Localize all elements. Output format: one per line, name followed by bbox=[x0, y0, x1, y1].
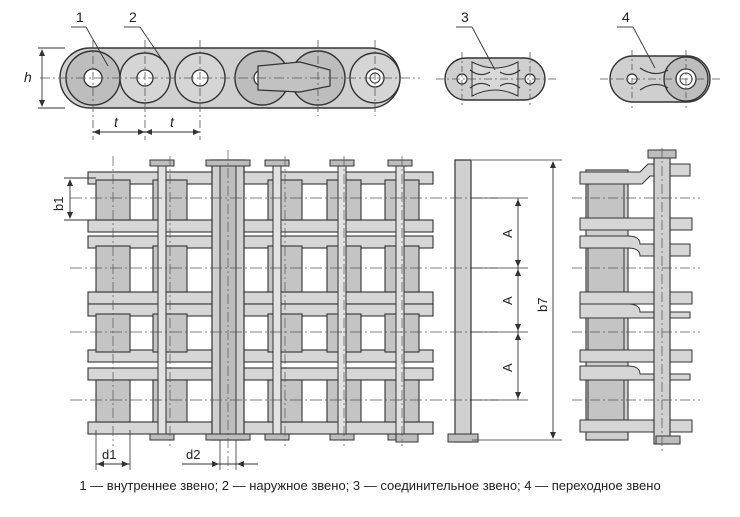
dimension-b1: b1 bbox=[51, 177, 96, 221]
dimension-A: A A A bbox=[470, 197, 528, 401]
dimension-d1-label: d1 bbox=[102, 447, 116, 462]
callout-3-label: 3 bbox=[461, 9, 469, 25]
callout-1-label: 1 bbox=[76, 9, 84, 25]
dimension-h-label: h bbox=[24, 69, 32, 85]
dimension-d2: d2 bbox=[182, 440, 258, 470]
callout-4-label: 4 bbox=[622, 9, 630, 25]
callout-2-label: 2 bbox=[129, 9, 137, 25]
callout-2: 2 bbox=[124, 9, 166, 65]
connecting-link-3: 3 bbox=[436, 9, 556, 108]
callout-1: 1 bbox=[71, 9, 109, 67]
dimension-t2-label: t bbox=[170, 114, 175, 130]
dimension-t1-label: t bbox=[114, 114, 119, 130]
top-chain-strip bbox=[40, 40, 420, 140]
dimension-A2-label: A bbox=[500, 296, 515, 305]
dimension-h: h bbox=[24, 47, 65, 109]
dimension-d2-label: d2 bbox=[186, 447, 200, 462]
dimension-b7-label: b7 bbox=[535, 298, 550, 312]
dimension-A3-label: A bbox=[500, 363, 515, 372]
dimension-b7: b7 bbox=[472, 159, 562, 441]
dimension-d1: d1 bbox=[95, 430, 131, 470]
dimension-A1-label: A bbox=[500, 229, 515, 238]
dimension-b1-label: b1 bbox=[51, 197, 66, 211]
figure-caption: 1 — внутреннее звено; 2 — наружное звено… bbox=[79, 478, 661, 493]
side-view bbox=[572, 148, 700, 452]
transition-link-4: 4 bbox=[600, 9, 722, 108]
dimension-t: t t bbox=[93, 114, 200, 135]
multi-row-chain-view bbox=[70, 150, 498, 470]
